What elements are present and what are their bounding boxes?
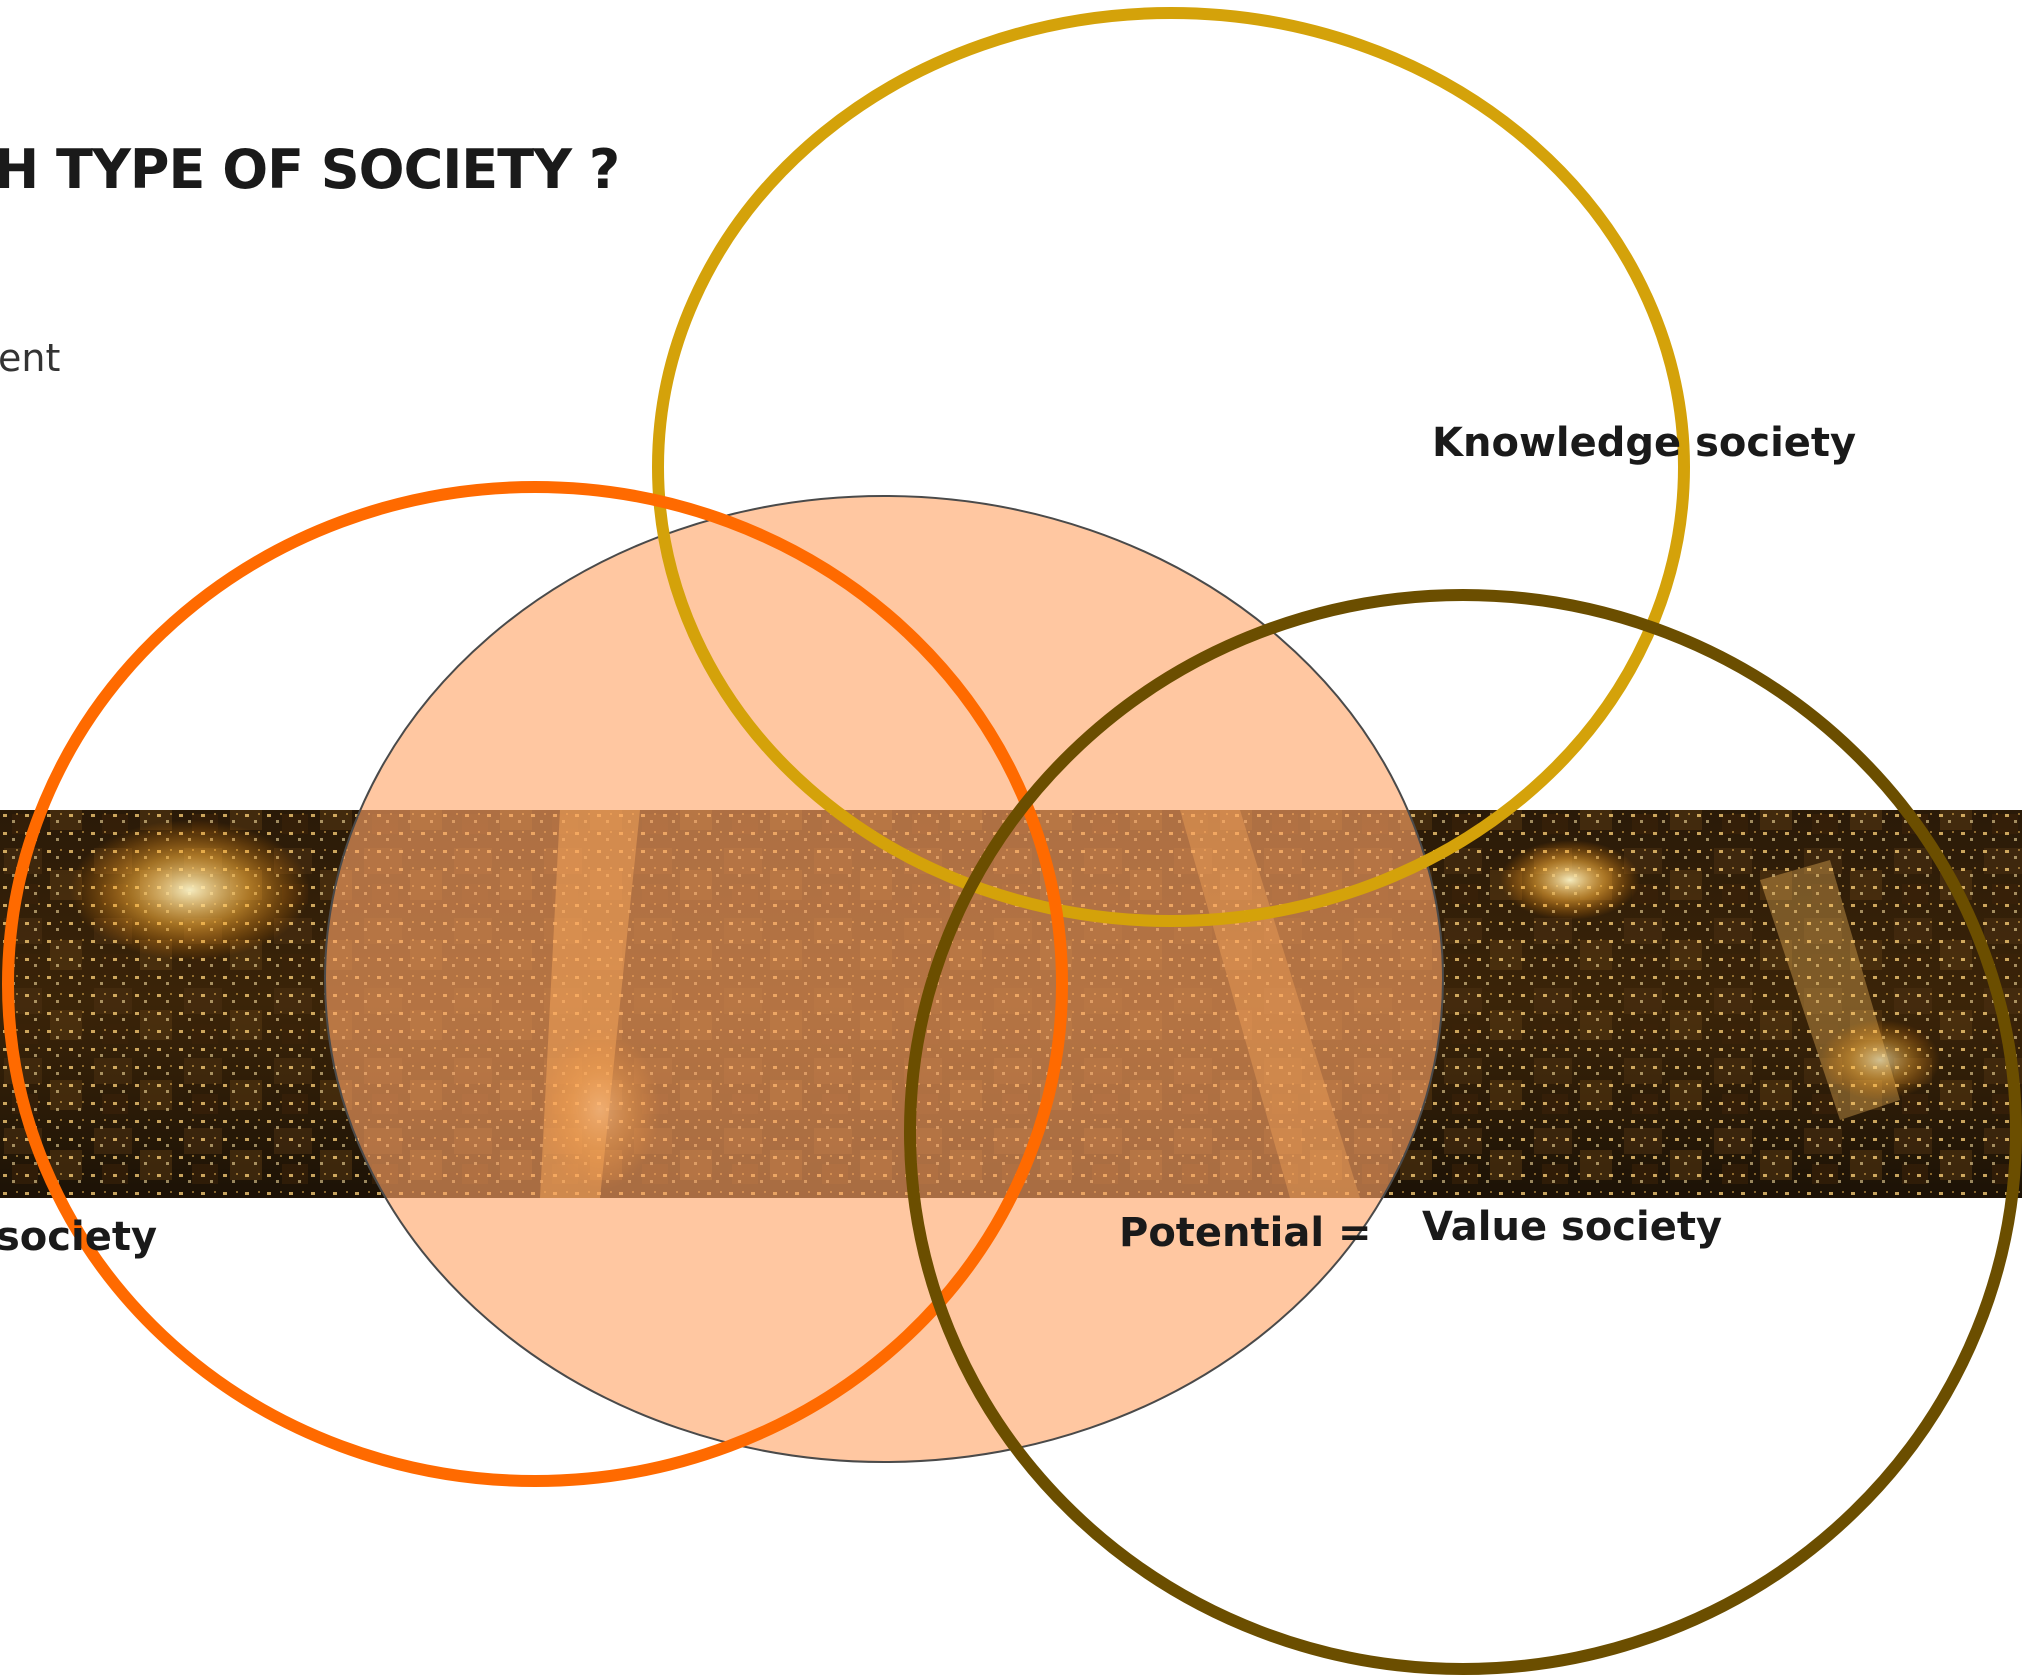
knowledge-society-label: Knowledge society — [1432, 420, 1857, 466]
knowledge-circle — [652, 7, 1690, 927]
potential-ellipse — [324, 495, 1444, 1463]
left-society-label: society — [0, 1214, 158, 1260]
potential-label: Potential = — [1119, 1210, 1372, 1256]
value-society-label: Value society — [1422, 1204, 1723, 1250]
value-circle — [904, 589, 2022, 1675]
page-title: H TYPE OF SOCIETY ? — [0, 138, 620, 201]
left-circle — [2, 481, 1068, 1487]
subtitle-fragment: ent — [0, 336, 61, 380]
